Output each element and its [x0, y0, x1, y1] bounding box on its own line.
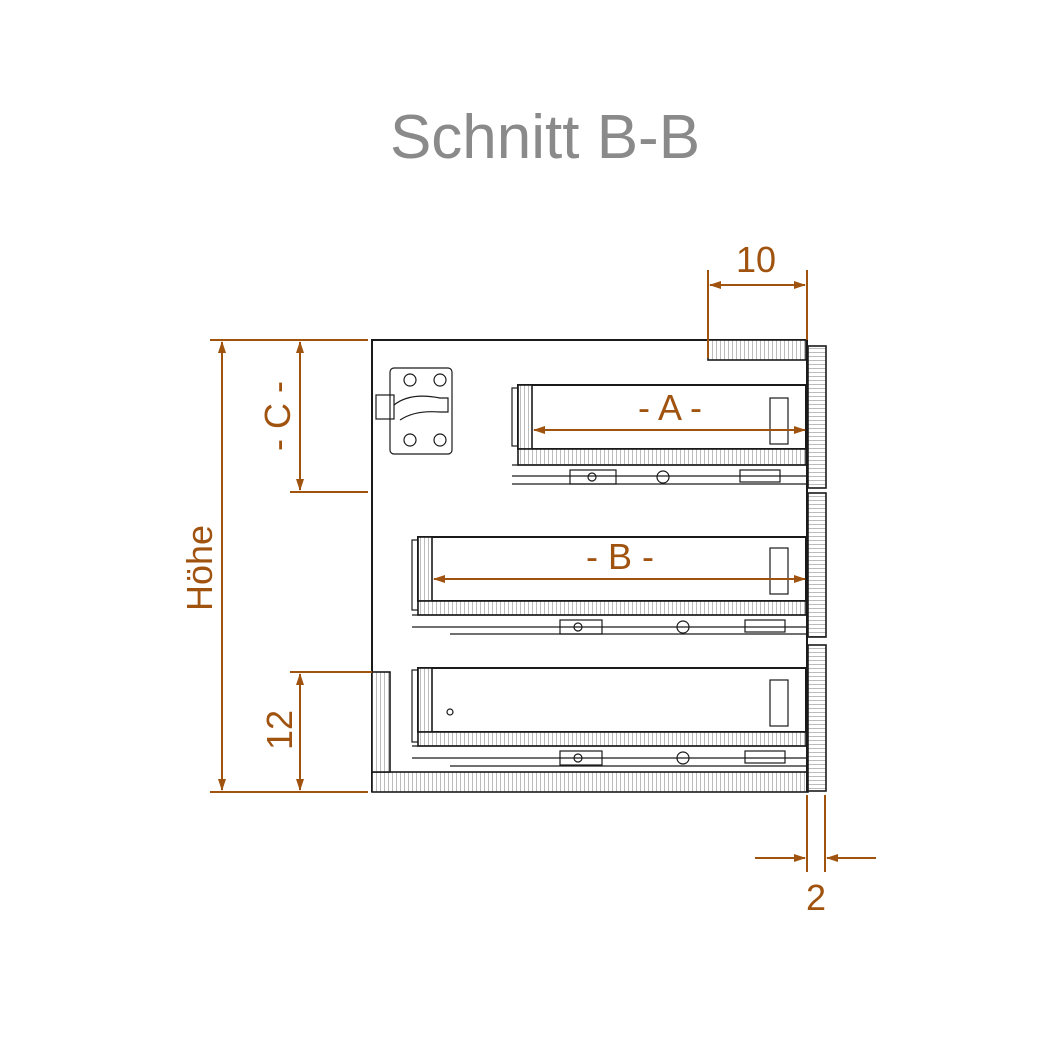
dimension-gap: 2: [755, 795, 876, 918]
dimension-top-overlay: 10: [707, 239, 808, 358]
drawer-c: [411, 667, 807, 767]
dimension-b: - B -: [433, 536, 806, 583]
dimension-a-label: - A -: [638, 387, 702, 428]
dimension-c: - C -: [257, 339, 368, 493]
dimension-gap-label: 2: [806, 877, 826, 918]
dimension-b-label: - B -: [586, 536, 654, 577]
drawer-a: [511, 384, 807, 485]
dimension-a: - A -: [533, 387, 806, 434]
dimension-bottom-panel-label: 12: [259, 710, 300, 750]
drawer-b: [411, 536, 807, 635]
dimension-c-label: - C -: [257, 381, 298, 451]
dimension-height: Höhe: [179, 339, 368, 793]
dimension-height-label: Höhe: [179, 525, 220, 611]
dimension-bottom-panel: 12: [259, 671, 372, 791]
drawing-title: Schnitt B-B: [390, 103, 700, 172]
hinge: [375, 367, 453, 455]
drawer-fronts: [807, 345, 827, 792]
dimension-top-overlay-label: 10: [736, 239, 776, 280]
